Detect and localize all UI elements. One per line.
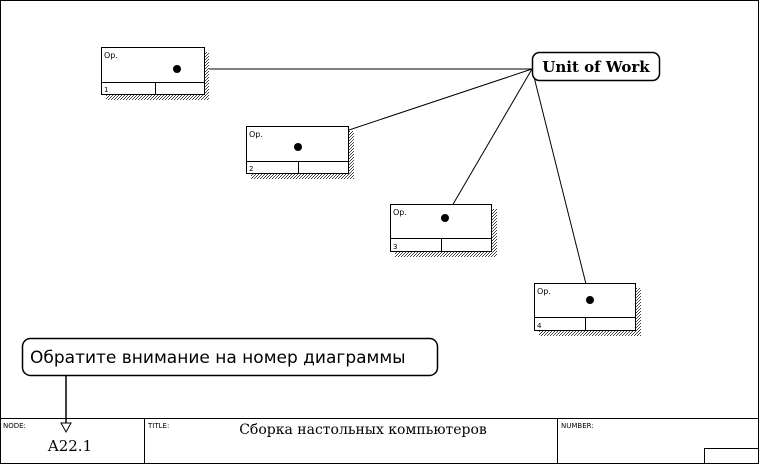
box-number: 2 [249,165,253,173]
connector-line-3 [444,68,533,219]
box-tag: Op. [393,208,407,217]
unit-of-work-frame [531,51,661,82]
connector-line-4 [531,68,591,301]
callout-note: Обратите внимание на номер диаграммы [21,337,439,434]
box-anchor-dot [173,65,181,73]
footer-page-cell [704,448,759,464]
box-body [101,47,205,95]
node-label: NODE: [3,422,26,430]
footer-title-block: NODE: A22.1 TITLE: Сборка настольных ком… [0,418,759,464]
operation-box-2[interactable]: Op. 2 [246,126,355,180]
box-tag: Op. [537,287,551,296]
number-label: NUMBER: [561,422,594,430]
box-number: 1 [104,86,108,94]
unit-of-work-label: Unit of Work [542,58,650,76]
title-label: TITLE: [147,422,169,430]
box-anchor-dot [586,296,594,304]
box-number: 4 [537,322,542,330]
operation-box-1[interactable]: Op. 1 [101,47,210,101]
box-number: 3 [393,243,397,251]
unit-of-work-connectors [177,68,591,301]
title-value: Сборка настольных компьютеров [239,422,487,438]
box-anchor-dot [441,214,449,222]
callout-text: Обратите внимание на номер диаграммы [30,348,406,368]
unit-of-work-node[interactable]: Unit of Work [531,51,661,82]
node-value: A22.1 [47,437,92,455]
box-tag: Op. [249,130,263,139]
box-tag: Op. [104,51,118,60]
callout-arrow-head [60,422,72,434]
callout-frame [21,337,439,377]
operation-box-4[interactable]: Op. 4 [534,283,642,337]
operation-box-3[interactable]: Op. 3 [390,204,498,258]
box-anchor-dot [294,143,302,151]
